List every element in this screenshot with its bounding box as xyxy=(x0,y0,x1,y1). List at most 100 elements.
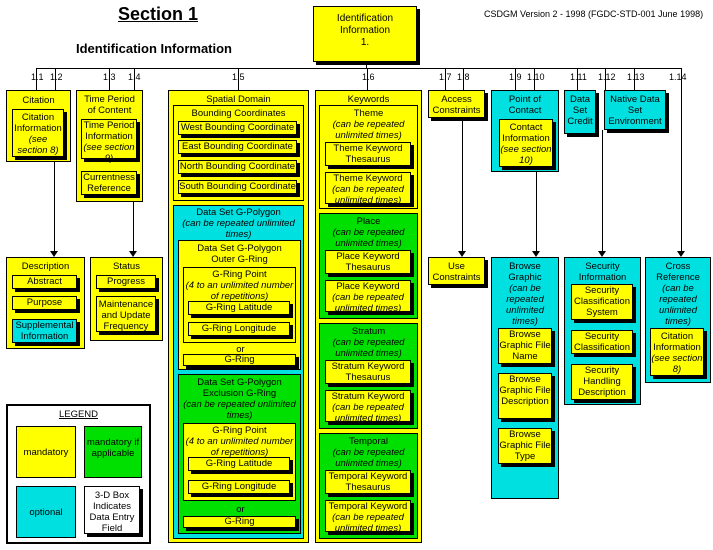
exclusion-or-text: or xyxy=(236,504,245,515)
bounding-coordinates-box: Bounding Coordinates West Bounding Coord… xyxy=(173,105,304,201)
page-subtitle: Identification Information xyxy=(76,41,232,56)
south-bounding-field[interactable]: South Bounding Coordinate xyxy=(178,180,297,194)
description-title: Description xyxy=(21,261,70,272)
bounding-title: Bounding Coordinates xyxy=(191,108,286,119)
use-label: Use Constraints xyxy=(432,261,481,283)
drop-1-5 xyxy=(238,68,239,90)
legend-optional: optional xyxy=(16,486,76,538)
legend-mandatory-if-applicable: mandatory if applicable xyxy=(84,426,142,478)
outer-gring-latitude-field[interactable]: G-Ring Latitude xyxy=(188,301,290,315)
data-set-credit-field[interactable]: Data Set Credit xyxy=(564,90,596,134)
stratum-keyword-field[interactable]: Stratum Keyword (can be repeated unlimit… xyxy=(325,390,411,424)
excl-lat-label: G-Ring Latitude xyxy=(205,458,273,469)
temporal-keyword-field[interactable]: Temporal Keyword (can be repeated unlimi… xyxy=(325,500,411,534)
native-environment-field[interactable]: Native Data Set Environment xyxy=(604,90,666,130)
place-thes-label: Place Keyword Thesaurus xyxy=(336,251,400,273)
drop-1-8 xyxy=(463,68,464,90)
drop-1-7 xyxy=(445,68,446,90)
stratum-thesaurus-field[interactable]: Stratum Keyword Thesaurus xyxy=(325,360,411,384)
access-constraints-field[interactable]: Access Constraints xyxy=(428,90,485,118)
south-label: South Bounding Coordinate xyxy=(179,181,296,192)
browse-name-label: Browse Graphic File Name xyxy=(499,329,551,362)
east-bounding-field[interactable]: East Bounding Coordinate xyxy=(178,140,297,154)
time-period-box: Time Period of Content Time Period Infor… xyxy=(76,90,143,202)
citation-box: Citation Citation Information (see secti… xyxy=(6,90,71,162)
progress-field[interactable]: Progress xyxy=(96,275,156,289)
security-classification-field[interactable]: Security Classification xyxy=(571,330,633,354)
security-classification-system-field[interactable]: Security Classification System xyxy=(571,284,633,320)
outer-gring-point-title: G-Ring Point xyxy=(212,269,267,280)
contact-info-label: Contact Information xyxy=(502,122,550,144)
place-keyword-field[interactable]: Place Keyword (can be repeated unlimited… xyxy=(325,280,411,314)
browse-arrow xyxy=(532,251,540,257)
security-information-box: Security Information Security Classifica… xyxy=(564,257,641,405)
theme-kw-label: Theme Keyword xyxy=(333,173,403,184)
outer-gring-box: Data Set G-Polygon Outer G-Ring G-Ring P… xyxy=(178,240,301,370)
currentness-reference-field[interactable]: Currentness Reference xyxy=(81,171,137,195)
citation-info-box[interactable]: Citation Information (see section 8) xyxy=(12,109,64,157)
security-arrow xyxy=(598,251,606,257)
cross-citation-label: Citation Information xyxy=(653,331,701,353)
poc-title: Point of Contact xyxy=(508,94,542,116)
version-text: CSDGM Version 2 - 1998 (FGDC-STD-001 Jun… xyxy=(484,9,704,19)
browse-repeat: (can be repeated unlimited times) xyxy=(505,283,545,327)
stratum-title: Stratum xyxy=(351,326,386,337)
security-handling-field[interactable]: Security Handling Description xyxy=(571,364,633,400)
west-bounding-field[interactable]: West Bounding Coordinate xyxy=(178,121,297,135)
spatial-domain-box: Spatial Domain Bounding Coordinates West… xyxy=(168,90,309,543)
outer-lon-label: G-Ring Longitude xyxy=(201,323,277,334)
browse-link-line xyxy=(536,172,537,252)
theme-repeat: (can be repeated unlimited times) xyxy=(332,119,405,141)
browse-file-type-field[interactable]: Browse Graphic File Type xyxy=(498,428,552,464)
place-thesaurus-field[interactable]: Place Keyword Thesaurus xyxy=(325,250,411,274)
theme-thesaurus-field[interactable]: Theme Keyword Thesaurus xyxy=(325,142,411,166)
exclusion-gring-longitude-field[interactable]: G-Ring Longitude xyxy=(188,480,290,494)
security-handling-label: Security Handling Description xyxy=(578,365,626,398)
supplemental-information-field[interactable]: Supplemental Information xyxy=(12,319,77,343)
cross-citation-box[interactable]: Citation Information (see section 8) xyxy=(650,328,704,376)
security-class-label: Security Classification xyxy=(574,331,630,353)
browse-graphic-box: Browse Graphic (can be repeated unlimite… xyxy=(491,257,559,499)
temporal-thesaurus-field[interactable]: Temporal Keyword Thesaurus xyxy=(325,470,411,494)
section-title: Section 1 xyxy=(118,4,199,24)
browse-file-name-field[interactable]: Browse Graphic File Name xyxy=(498,328,552,364)
place-title: Place xyxy=(356,216,381,227)
exclusion-gring-field[interactable]: G-Ring xyxy=(183,516,296,528)
outer-gring-longitude-field[interactable]: G-Ring Longitude xyxy=(188,322,290,336)
gpolygon-box: Data Set G-Polygon (can be repeated unli… xyxy=(173,205,304,539)
credit-label: Data Set Credit xyxy=(567,94,593,127)
use-arrow xyxy=(458,251,466,257)
security-system-label: Security Classification System xyxy=(574,285,630,318)
place-box: Place (can be repeated unlimited times) … xyxy=(319,213,418,319)
cross-repeat: (can be repeated unlimited times) xyxy=(658,283,698,327)
outer-gring-field[interactable]: G-Ring xyxy=(183,354,296,366)
keywords-box: Keywords Theme (can be repeated unlimite… xyxy=(315,90,422,543)
gpolygon-repeat: (can be repeated unlimited times) xyxy=(182,218,295,240)
browse-file-description-field[interactable]: Browse Graphic File Description xyxy=(498,373,552,419)
drop-1-2 xyxy=(55,68,56,90)
drop-1-13 xyxy=(634,68,635,90)
time-period-info-box[interactable]: Time Period Information (see section 9) xyxy=(81,119,137,164)
place-kw-label: Place Keyword xyxy=(336,281,400,292)
exclusion-gring-title: Data Set G-Polygon Exclusion G-Ring xyxy=(197,377,282,399)
drop-1-14 xyxy=(681,68,682,90)
maintenance-field[interactable]: Maintenance and Update Frequency xyxy=(96,296,156,332)
use-constraints-field[interactable]: Use Constraints xyxy=(428,257,485,285)
abstract-field[interactable]: Abstract xyxy=(12,275,77,289)
root-label: Identification Information xyxy=(336,13,394,36)
north-bounding-field[interactable]: North Bounding Coordinate xyxy=(178,160,297,174)
cross-reference-box: Cross Reference (can be repeated unlimit… xyxy=(645,257,711,383)
drop-1-4 xyxy=(134,68,135,90)
maintenance-label: Maintenance and Update Frequency xyxy=(98,299,154,332)
citation-info-label: Citation Information xyxy=(14,112,62,134)
drop-1-6 xyxy=(367,68,368,90)
gpolygon-title: Data Set G-Polygon xyxy=(196,207,281,218)
status-arrow xyxy=(129,251,137,257)
theme-keyword-field[interactable]: Theme Keyword (can be repeated unlimited… xyxy=(325,172,411,206)
contact-info-box[interactable]: Contact Information (see section 10) xyxy=(499,119,553,167)
exclusion-gring-latitude-field[interactable]: G-Ring Latitude xyxy=(188,457,290,471)
currentness-label: Currentness Reference xyxy=(83,172,135,194)
keywords-title: Keywords xyxy=(347,94,390,105)
purpose-field[interactable]: Purpose xyxy=(12,296,77,310)
num-1-11: 1.11 xyxy=(570,72,587,82)
